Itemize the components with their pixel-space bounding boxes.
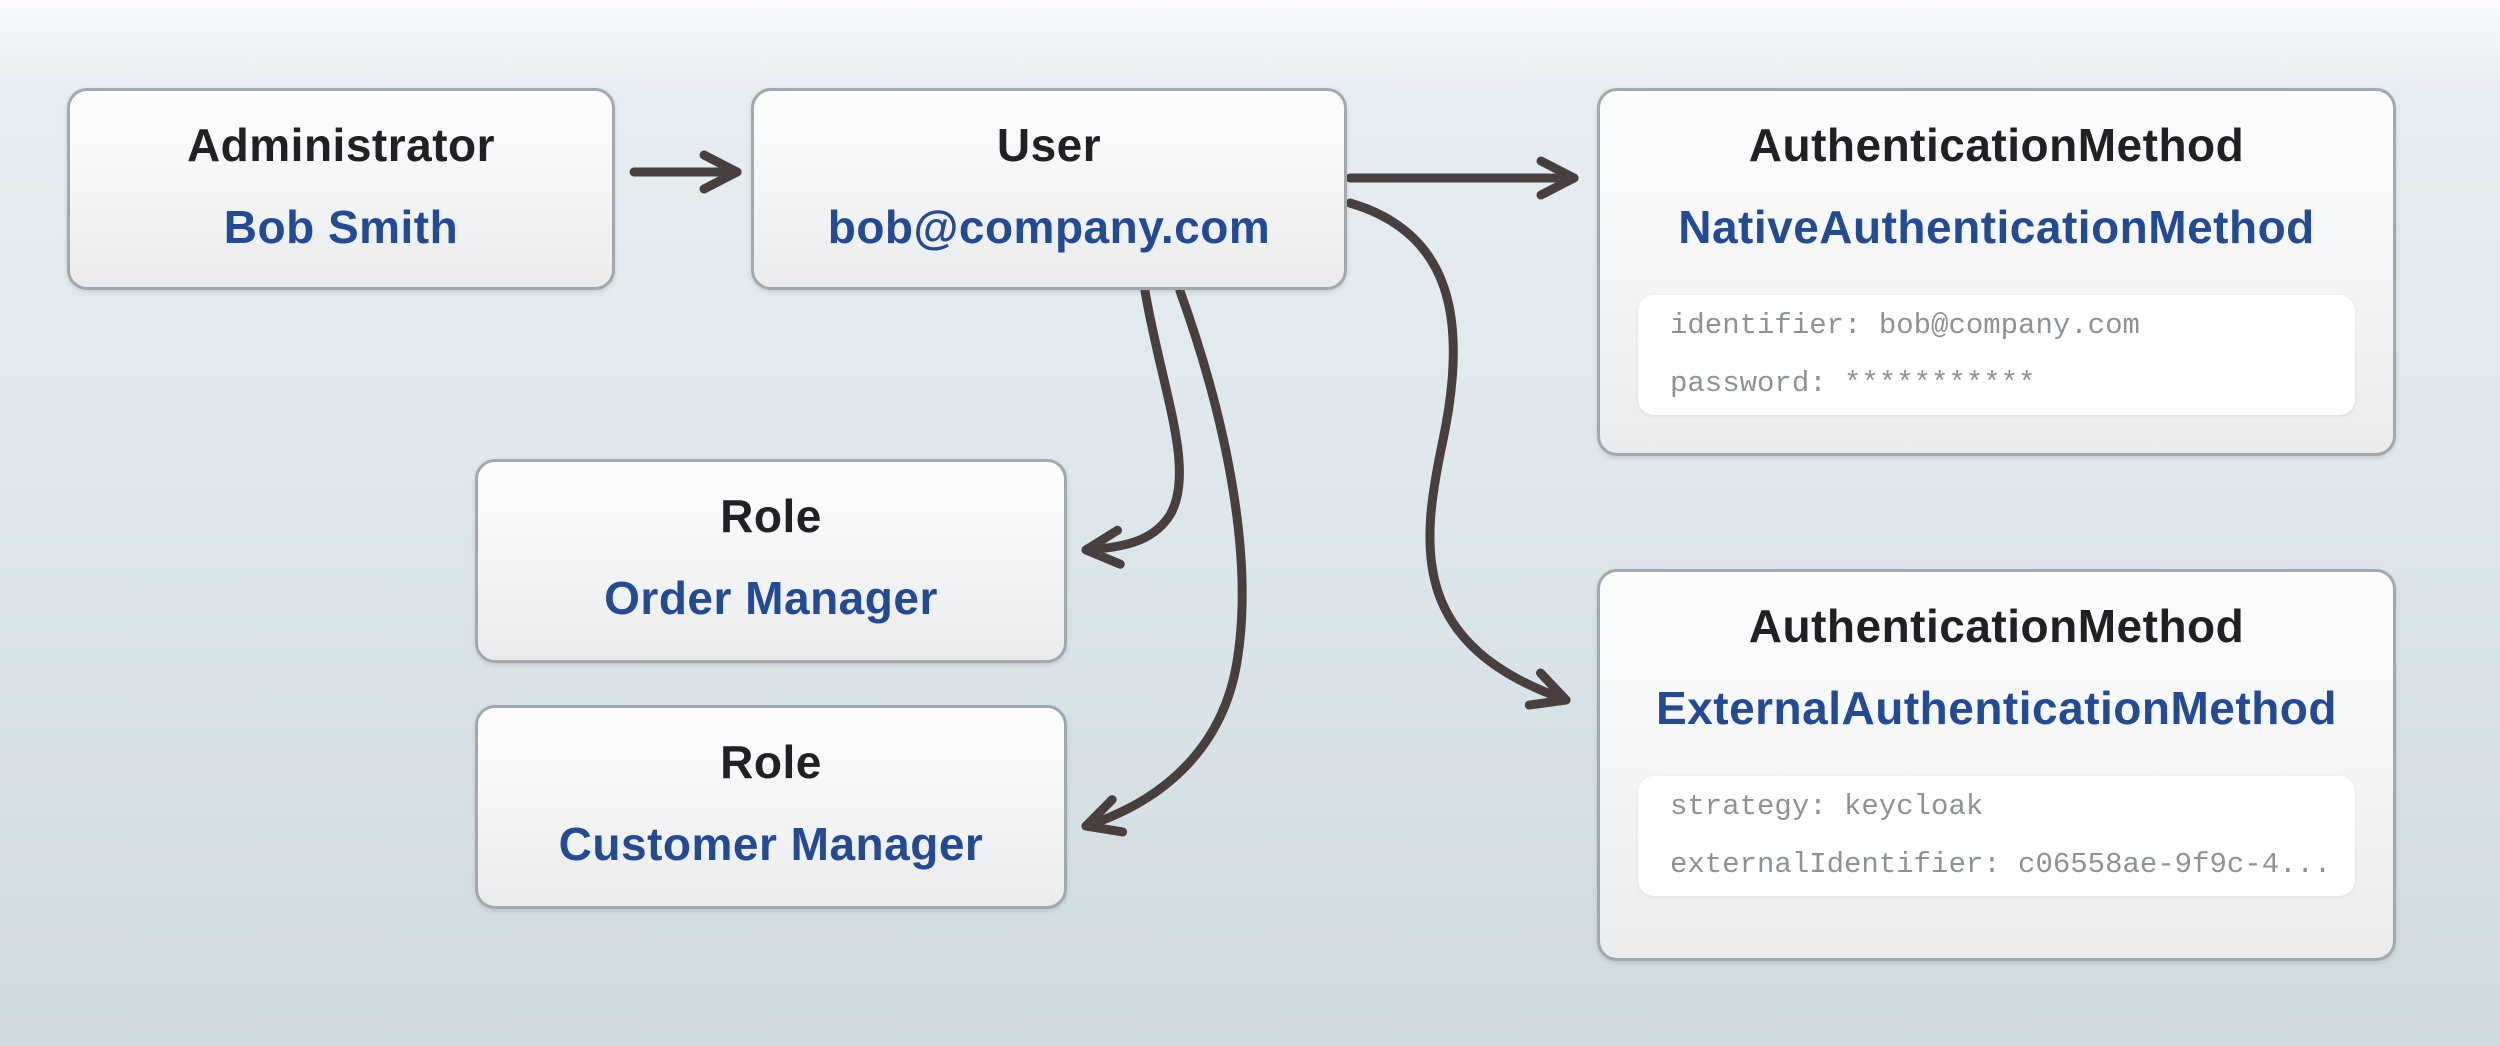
attribute-line-external-identifier: externalIdentifier: c06558ae-9f9c-4... (1670, 848, 2332, 881)
node-user-type: User (996, 119, 1102, 171)
native-auth-attributes-panel: identifier: bob@company.com password: **… (1638, 295, 2355, 415)
node-external-authentication-method: AuthenticationMethod ExternalAuthenticat… (1597, 569, 2396, 961)
node-role-order-manager: Role Order Manager (475, 459, 1067, 663)
node-external-auth-value: ExternalAuthenticationMethod (1655, 682, 2338, 734)
node-role-customer-type: Role (720, 736, 822, 788)
edge-user-to-role-customer (1081, 286, 1247, 837)
node-user: User bob@company.com (751, 88, 1347, 290)
node-administrator-value: Bob Smith (223, 201, 459, 253)
node-native-authentication-method: AuthenticationMethod NativeAuthenticatio… (1597, 88, 2396, 456)
node-external-auth-type: AuthenticationMethod (1748, 600, 2245, 652)
node-role-customer-manager: Role Customer Manager (475, 705, 1067, 909)
node-administrator-type: Administrator (186, 119, 496, 171)
external-auth-attributes-panel: strategy: keycloak externalIdentifier: c… (1638, 776, 2355, 896)
attribute-line-password: password: *********** (1670, 367, 2036, 400)
attribute-line-strategy: strategy: keycloak (1670, 790, 1984, 823)
node-native-auth-type: AuthenticationMethod (1748, 119, 2245, 171)
node-administrator: Administrator Bob Smith (67, 88, 615, 290)
node-role-order-value: Order Manager (604, 572, 938, 624)
edge-user-to-role-order (1081, 286, 1184, 569)
node-role-order-type: Role (720, 490, 822, 542)
edge-user-to-external-auth (1345, 198, 1571, 710)
node-user-value: bob@company.com (827, 201, 1271, 253)
attribute-line-identifier: identifier: bob@company.com (1670, 309, 2140, 342)
node-role-customer-value: Customer Manager (558, 818, 984, 870)
node-native-auth-value: NativeAuthenticationMethod (1678, 201, 2315, 253)
